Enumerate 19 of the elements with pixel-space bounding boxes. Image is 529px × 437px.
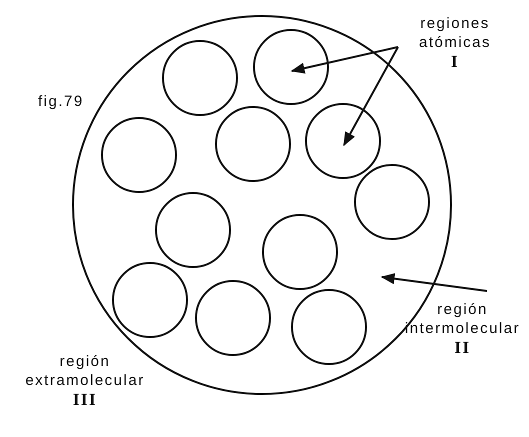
region-label: regiones atómicas I xyxy=(395,14,515,71)
atom-circle xyxy=(112,262,188,338)
region-label: región extramolecular xyxy=(24,352,146,390)
atom-circle xyxy=(101,117,177,193)
atom-circle xyxy=(354,164,430,240)
region-label: región intermolecular II xyxy=(400,300,525,357)
figure-number: fig.79 xyxy=(38,92,85,111)
leader-arrow xyxy=(290,46,398,74)
region-label: III xyxy=(72,390,98,409)
atom-circle xyxy=(195,280,271,356)
atom-circle xyxy=(253,29,329,105)
atom-circle xyxy=(162,40,238,116)
atom-circle xyxy=(291,289,367,365)
atom-circle xyxy=(215,106,291,182)
leader-arrow xyxy=(380,273,488,292)
atom-circle xyxy=(262,214,338,290)
atom-circle xyxy=(305,103,381,179)
leader-arrow xyxy=(343,46,399,146)
atom-circle xyxy=(155,192,231,268)
